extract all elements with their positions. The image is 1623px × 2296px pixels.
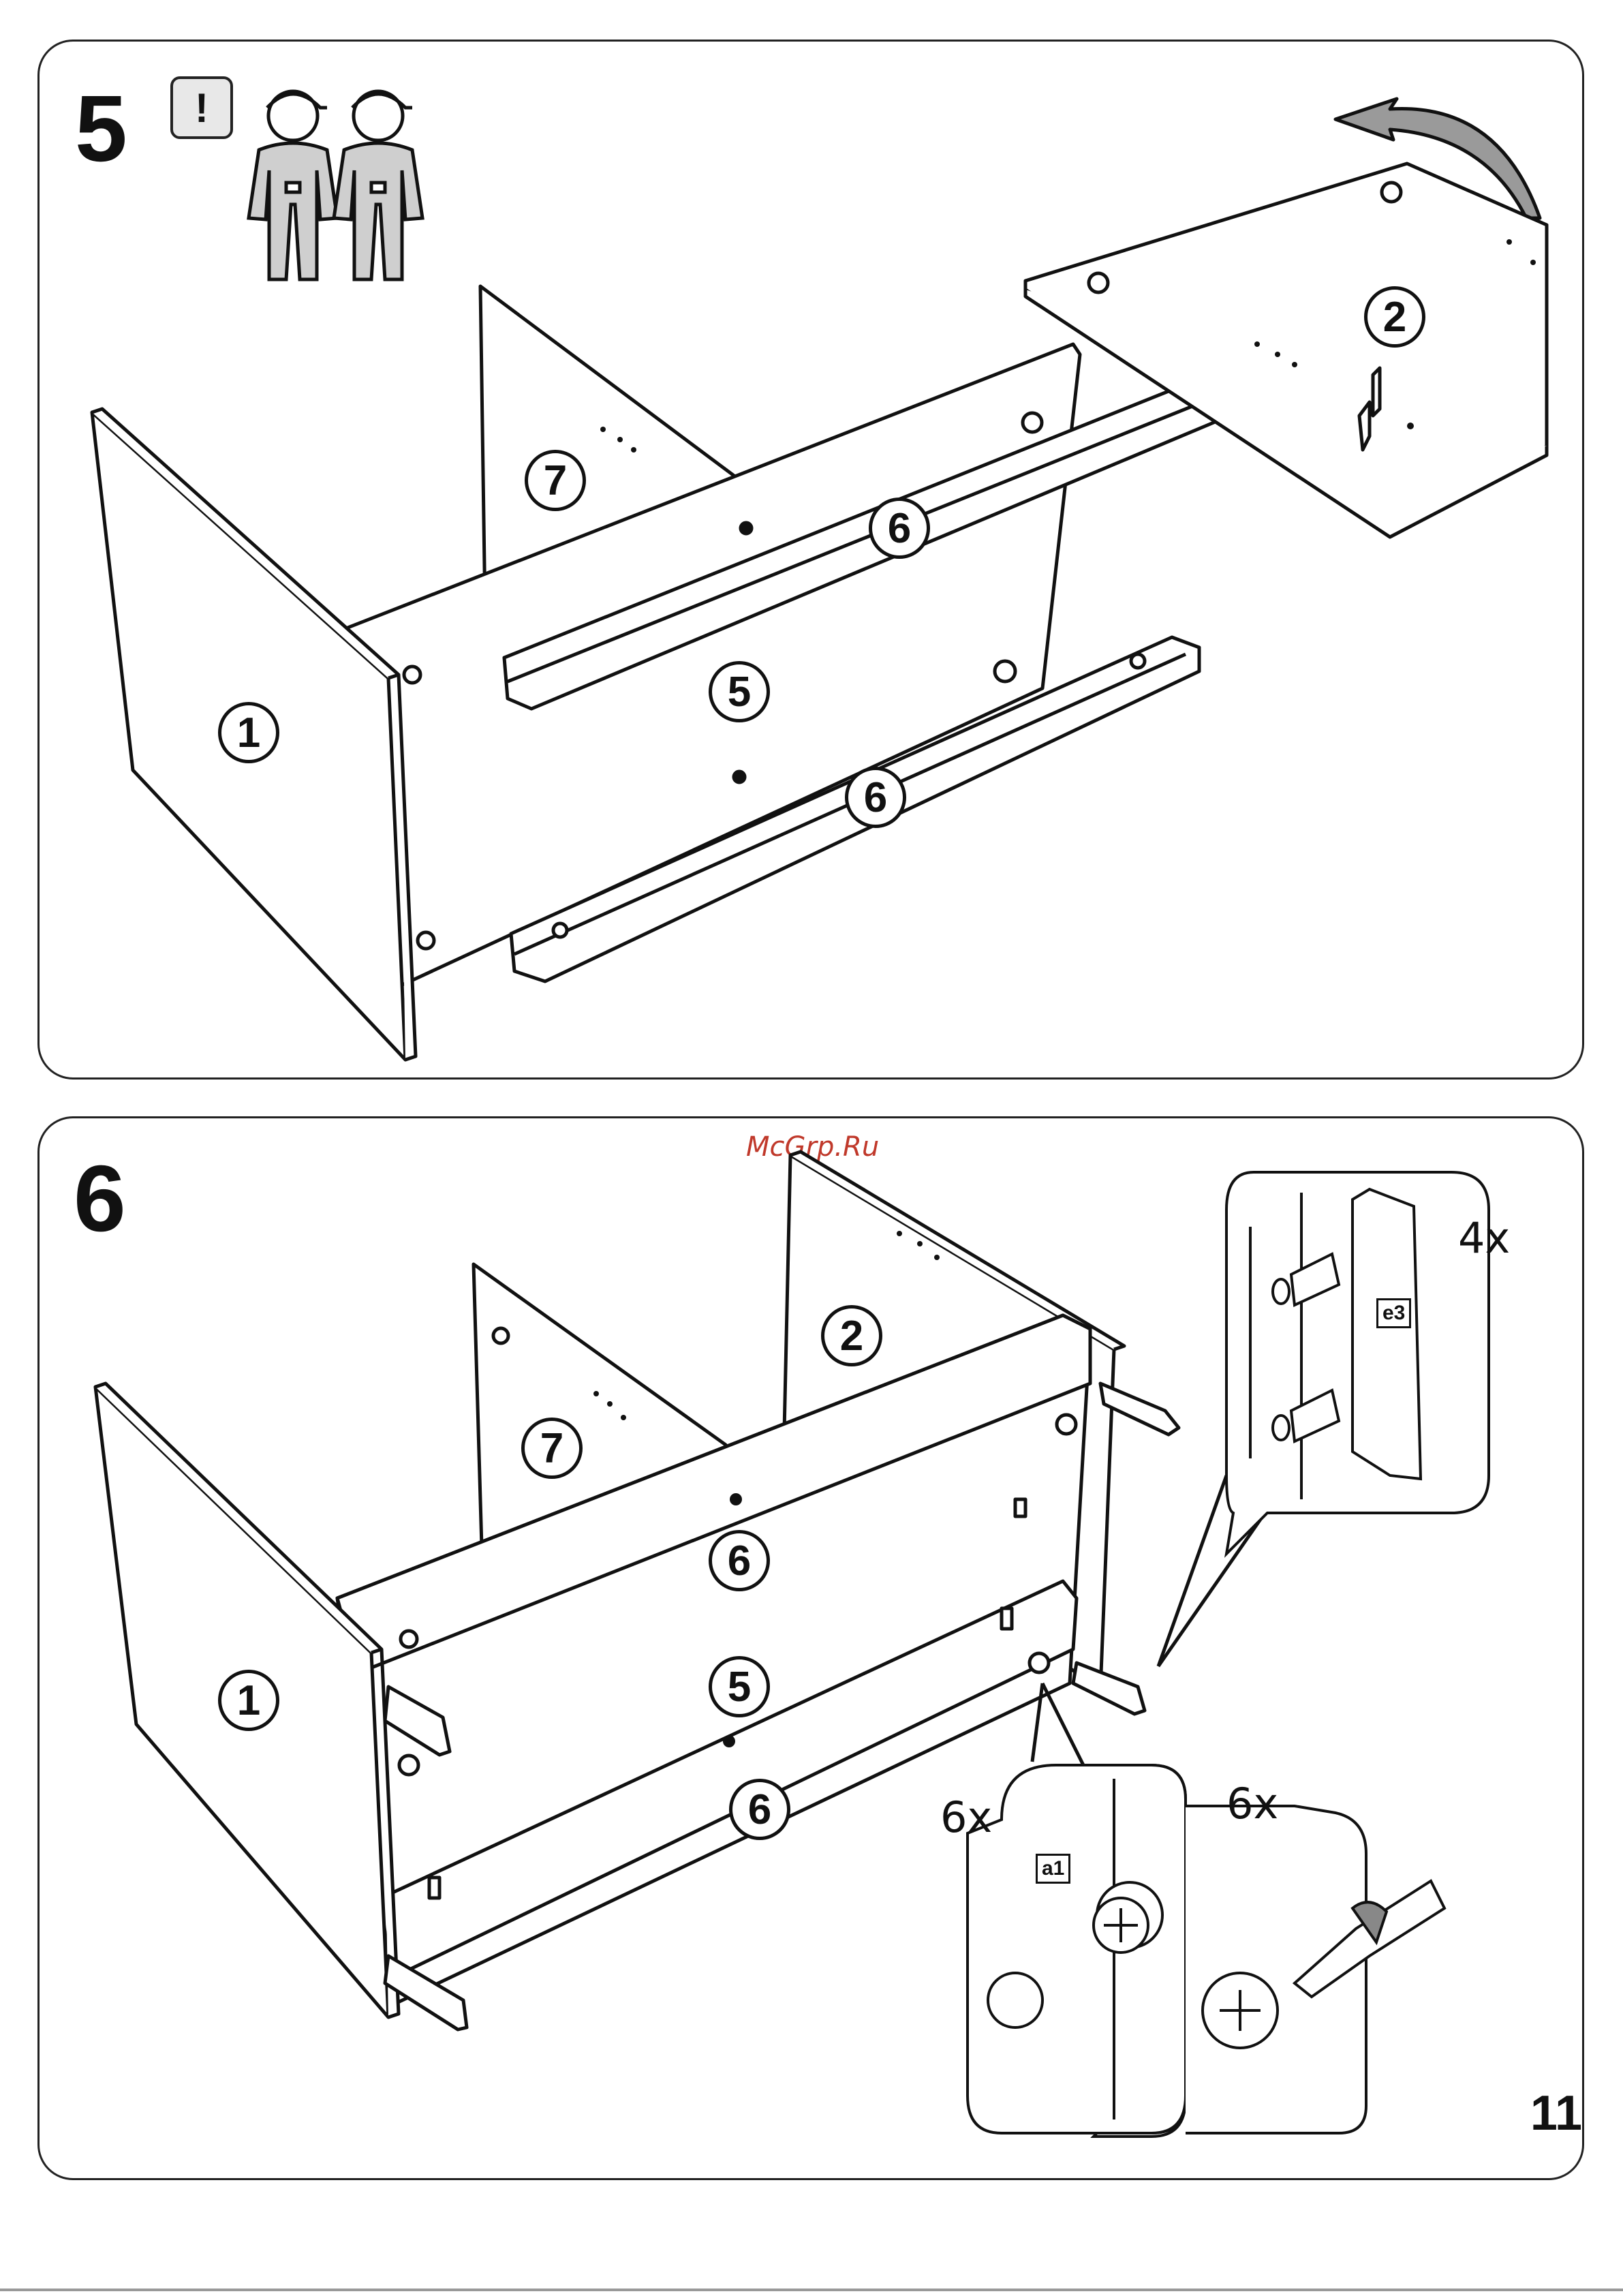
part-label-6-top: 6 <box>709 1530 770 1591</box>
part-label-6-bottom: 6 <box>729 1779 790 1840</box>
a1-tag: a1 <box>1036 1854 1070 1884</box>
part-label-2: 2 <box>821 1305 882 1366</box>
e3-tag: e3 <box>1376 1298 1411 1328</box>
part-label-5: 5 <box>709 1656 770 1717</box>
part-label-1: 1 <box>218 1670 279 1731</box>
part-label-7: 7 <box>521 1418 583 1479</box>
screwdriver-quantity: 6x <box>1226 1779 1278 1828</box>
e3-quantity: 4x <box>1458 1213 1510 1263</box>
bottom-divider <box>0 2289 1623 2291</box>
a1-quantity: 6x <box>940 1792 992 1842</box>
page-number: 11 <box>1530 2085 1582 2141</box>
